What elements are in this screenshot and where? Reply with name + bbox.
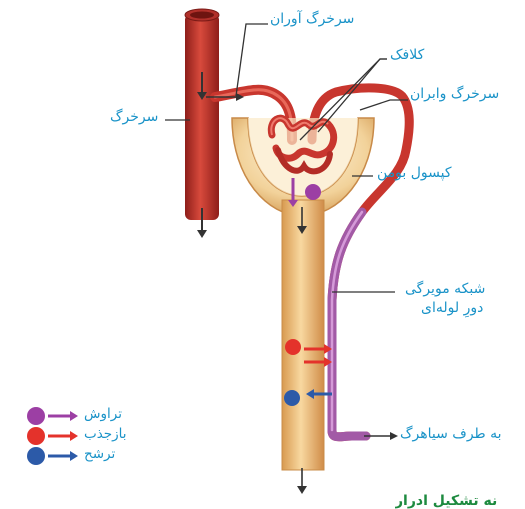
legend-secretion-dot [27, 447, 45, 465]
artery-label: سرخرگ [110, 109, 158, 125]
legend-secretion-label: ترشح [84, 446, 115, 462]
capillary-network-label-line1: شبکه مویرگی [405, 281, 485, 297]
footer-heading: نه تشکیل ادرار [395, 493, 497, 509]
legend-filtration-label: تراوش [84, 406, 122, 422]
renal-tubule [282, 200, 324, 470]
legend-reabsorption-label: بازجذب [84, 426, 127, 442]
afferent-arteriole-label: سرخرگ آوران [270, 11, 354, 27]
capillary-network-label-line2: دورِ لوله‌ای [421, 300, 483, 316]
artery-vessel [185, 9, 219, 238]
bowman-capsule-label: کپسول بومن [377, 165, 452, 181]
efferent-arteriole-label: سرخرگ وابران [410, 86, 499, 102]
legend-markers [27, 407, 78, 465]
legend-reabsorption-dot [27, 427, 45, 445]
glomerulus-label: کلافک [390, 47, 424, 63]
to-vein-label: به طرف سیاهرگ [400, 426, 502, 442]
legend-filtration-dot [27, 407, 45, 425]
